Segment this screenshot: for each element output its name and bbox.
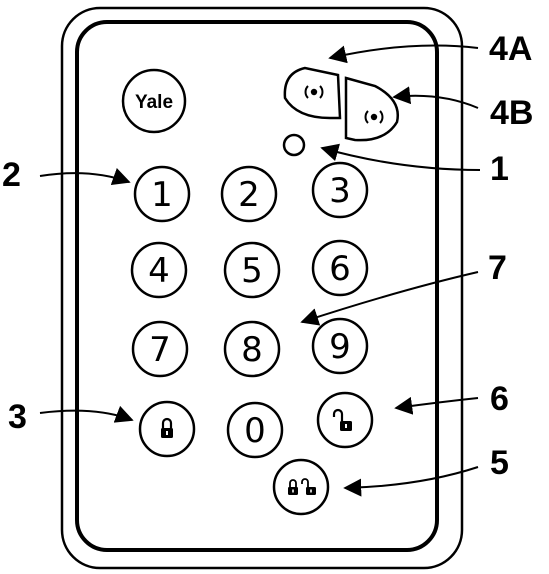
key-4[interactable]: 4 (132, 243, 186, 297)
key-8[interactable]: 8 (225, 322, 279, 376)
key-2[interactable]: 2 (222, 167, 276, 221)
callout-6: 6 (490, 380, 509, 418)
key-3-label: 3 (329, 171, 351, 211)
callout-2: 2 (2, 156, 21, 194)
callout-5: 5 (490, 444, 509, 482)
key-7[interactable]: 7 (133, 322, 187, 376)
leader-2 (40, 173, 129, 182)
leader-3 (40, 411, 132, 420)
key-0-label: 0 (244, 411, 266, 451)
callout-1: 1 (490, 150, 509, 188)
panic-key-4b[interactable] (346, 78, 398, 140)
key-1[interactable]: 1 (135, 167, 189, 221)
callout-3: 3 (8, 398, 27, 436)
key-6-label: 6 (329, 249, 351, 289)
key-1-label: 1 (151, 175, 173, 215)
key-5-label: 5 (241, 251, 263, 291)
key-4-label: 4 (148, 251, 170, 291)
lock-key[interactable] (140, 402, 194, 456)
part-arm-key[interactable] (274, 460, 328, 514)
key-2-label: 2 (238, 175, 260, 215)
yale-logo: Yale (123, 70, 185, 132)
panic-key-4a[interactable] (285, 68, 340, 118)
unlock-key[interactable] (318, 393, 372, 447)
callout-4a: 4A (489, 30, 532, 68)
callout-4b: 4B (490, 94, 533, 132)
leader-4a (330, 46, 478, 58)
key-6[interactable]: 6 (313, 241, 367, 295)
key-8-label: 8 (241, 330, 263, 370)
key-0[interactable]: 0 (228, 403, 282, 457)
callout-7: 7 (488, 249, 507, 287)
key-9[interactable]: 9 (313, 319, 367, 373)
key-7-label: 7 (149, 330, 171, 370)
key-5[interactable]: 5 (225, 243, 279, 297)
key-9-label: 9 (329, 327, 351, 367)
leader-5 (345, 467, 478, 488)
logo-text: Yale (135, 92, 173, 113)
key-3[interactable]: 3 (313, 163, 367, 217)
status-led (284, 135, 304, 155)
